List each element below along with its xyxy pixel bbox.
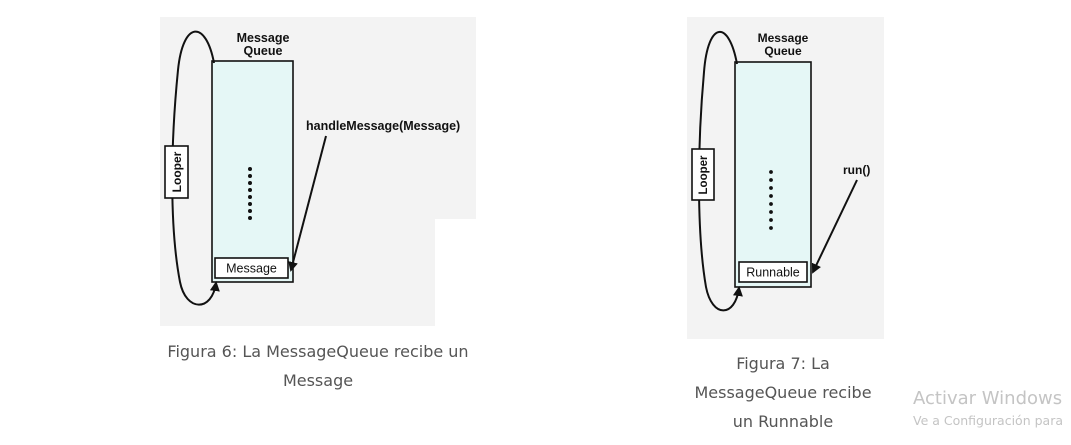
message-queue-box	[734, 61, 812, 288]
queue-ellipsis-dots	[248, 167, 252, 220]
looper-box	[691, 148, 715, 201]
callback-label: run()	[843, 163, 870, 177]
message-queue-box	[211, 60, 294, 283]
queue-title-line1: Message	[758, 31, 809, 45]
queue-item-label: Message	[226, 262, 277, 276]
queue-title-line2: Queue	[244, 44, 283, 58]
figure-6-diagram: Message Queue Message Looper handleMessa…	[164, 30, 460, 306]
callback-label: handleMessage(Message)	[306, 119, 460, 133]
queue-ellipsis-dots	[769, 170, 773, 230]
activate-windows-watermark: Activar Windows Ve a Configuración para	[913, 388, 1063, 430]
callback-arrow	[288, 135, 327, 272]
queue-item-box	[738, 261, 808, 283]
watermark-title: Activar Windows	[913, 388, 1063, 409]
queue-title-line1: Message	[237, 31, 290, 45]
looper-label: Looper	[698, 155, 710, 194]
queue-title-line2: Queue	[764, 44, 802, 58]
figure-6-panel-notch	[435, 219, 476, 326]
figure-6-caption: Figura 6: La MessageQueue recibe un Mess…	[167, 342, 469, 390]
watermark-subtitle: Ve a Configuración para	[913, 413, 1063, 428]
figure-7-caption: Figura 7: La MessageQueue recibe un Runn…	[694, 354, 872, 431]
looper-label: Looper	[170, 151, 184, 192]
figure-7-diagram: Message Queue Runnable Looper run()	[691, 31, 870, 312]
looper-box	[164, 145, 189, 199]
queue-item-label: Runnable	[746, 266, 800, 280]
queue-item-box	[214, 257, 289, 279]
callback-arrow	[811, 179, 858, 274]
